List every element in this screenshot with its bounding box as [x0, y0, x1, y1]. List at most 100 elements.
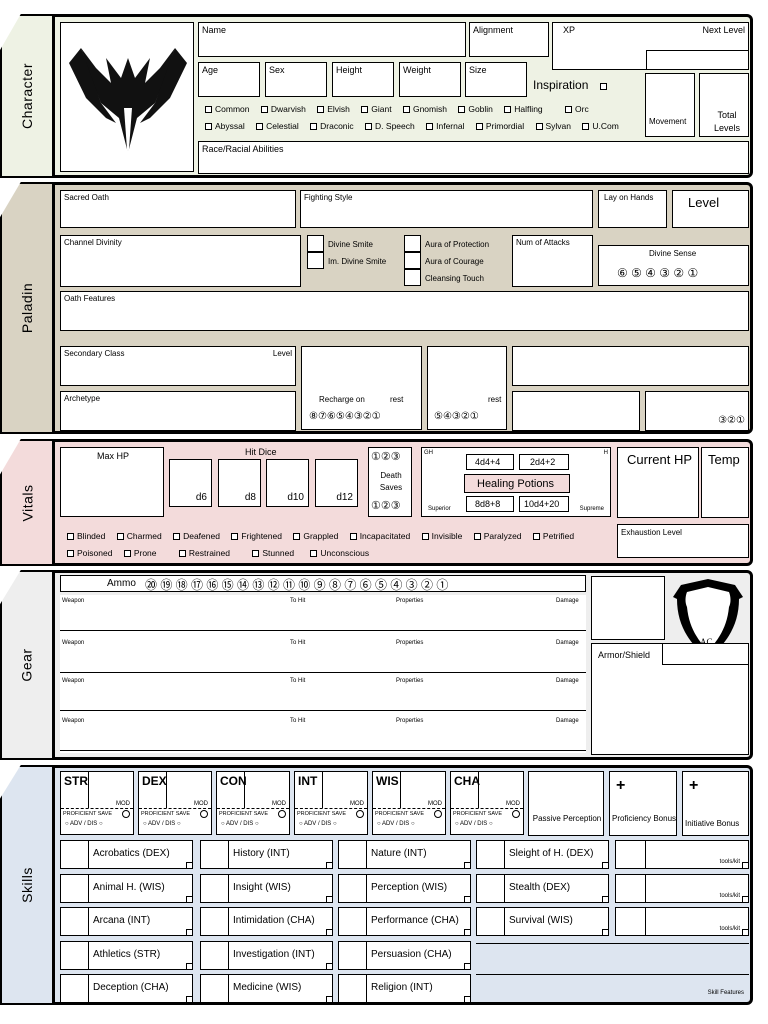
- lang-celestial[interactable]: Celestial: [256, 121, 299, 131]
- potion-4d4[interactable]: 4d4+4: [466, 454, 514, 470]
- skill-row[interactable]: Religion (INT): [338, 974, 471, 1003]
- lang-dwarvish[interactable]: Dwarvish: [260, 104, 306, 114]
- exhaustion-field[interactable]: Exhaustion Level: [617, 524, 749, 558]
- proficient-save-toggle[interactable]: [200, 810, 208, 818]
- sacred-oath-field[interactable]: Sacred Oath: [60, 190, 296, 228]
- paladin-level-field[interactable]: Level: [672, 190, 749, 228]
- adv-dis-toggle[interactable]: ○ ADV / DIS ○: [143, 821, 181, 827]
- lang-undercommon[interactable]: U.Com: [582, 121, 619, 131]
- death-save-failures[interactable]: ①②③: [371, 500, 401, 512]
- current-hp-field[interactable]: Current HP: [617, 447, 699, 518]
- tools-kit-row[interactable]: tools/kit: [615, 873, 749, 903]
- lang-draconic[interactable]: Draconic: [310, 121, 354, 131]
- lang-gnomish[interactable]: Gnomish: [402, 104, 447, 114]
- rest-counters[interactable]: ⑤④③②①: [434, 411, 479, 422]
- skill-proficiency-box[interactable]: [339, 908, 367, 935]
- cond-restrained[interactable]: Restrained: [178, 548, 230, 558]
- skill-proficiency-box[interactable]: [339, 941, 367, 969]
- cond-deafened[interactable]: Deafened: [173, 531, 220, 541]
- skill-proficiency-box[interactable]: [61, 841, 89, 868]
- skill-proficiency-box[interactable]: [201, 975, 229, 1002]
- oath-features-field[interactable]: Oath Features: [60, 291, 749, 331]
- potion-2d4[interactable]: 2d4+2: [519, 454, 569, 470]
- skill-row[interactable]: Deception (CHA): [60, 974, 193, 1003]
- skill-proficiency-box[interactable]: [61, 908, 89, 935]
- weight-field[interactable]: Weight: [399, 62, 461, 97]
- tool-proficiency-box[interactable]: [616, 908, 646, 935]
- cleansing-touch-checkbox[interactable]: [404, 269, 421, 286]
- skill-proficiency-box[interactable]: [477, 874, 505, 902]
- cond-prone[interactable]: Prone: [123, 548, 157, 558]
- lang-halfling[interactable]: Halfling: [504, 104, 543, 114]
- lang-common[interactable]: Common: [205, 104, 249, 114]
- adv-dis-toggle[interactable]: ○ ADV / DIS ○: [65, 821, 103, 827]
- adv-dis-toggle[interactable]: ○ ADV / DIS ○: [455, 821, 493, 827]
- cond-unconscious[interactable]: Unconscious: [310, 548, 369, 558]
- ac-shield[interactable]: AC: [667, 575, 749, 663]
- num-attacks-field[interactable]: Num of Attacks: [512, 235, 593, 287]
- cond-incapacitated[interactable]: Incapacitated: [349, 531, 410, 541]
- race-abilities-field[interactable]: Race/Racial Abilities: [198, 141, 749, 174]
- hit-dice-d8[interactable]: d8: [218, 459, 261, 507]
- hit-dice-d6[interactable]: d6: [169, 459, 212, 507]
- lang-deep-speech[interactable]: D. Speech: [365, 121, 415, 131]
- tool-proficiency-box[interactable]: [616, 841, 646, 868]
- cond-charmed[interactable]: Charmed: [116, 531, 162, 541]
- adv-dis-toggle[interactable]: ○ ADV / DIS ○: [299, 821, 337, 827]
- ammo-counters[interactable]: ⑳ ⑲ ⑱ ⑰ ⑯ ⑮ ⑭ ⑬ ⑫ ⑪ ⑩ ⑨ ⑧ ⑦ ⑥ ⑤ ④ ③ ② ①: [145, 578, 449, 592]
- skill-row[interactable]: Intimidation (CHA): [200, 907, 333, 936]
- cond-blinded[interactable]: Blinded: [67, 531, 105, 541]
- armor-shield-field[interactable]: Armor/Shield: [591, 643, 749, 755]
- inspiration-checkbox[interactable]: [599, 83, 607, 90]
- tools-kit-row[interactable]: tools/kit: [615, 840, 749, 869]
- lang-giant[interactable]: Giant: [361, 104, 392, 114]
- lay-on-hands-field[interactable]: Lay on Hands: [598, 190, 667, 228]
- tools-kit-row[interactable]: tools/kit: [615, 907, 749, 936]
- hit-dice-d12[interactable]: d12: [315, 459, 358, 507]
- divine-sense-counters[interactable]: ⑥ ⑤ ④ ③ ② ①: [617, 266, 699, 280]
- potion-10d4[interactable]: 10d4+20: [519, 496, 569, 512]
- skill-row[interactable]: Acrobatics (DEX): [60, 840, 193, 869]
- skill-row[interactable]: Sleight of H. (DEX): [476, 840, 609, 869]
- skill-row[interactable]: Insight (WIS): [200, 873, 333, 903]
- alignment-field[interactable]: Alignment: [469, 22, 549, 57]
- cond-petrified[interactable]: Petrified: [532, 531, 574, 541]
- extra-field-2[interactable]: [512, 391, 640, 431]
- skill-row[interactable]: History (INT): [200, 840, 333, 869]
- skill-row[interactable]: Performance (CHA): [338, 907, 471, 936]
- skill-row[interactable]: Animal H. (WIS): [60, 873, 193, 903]
- skill-proficiency-box[interactable]: [201, 908, 229, 935]
- size-field[interactable]: Size: [465, 62, 527, 97]
- extra-field-1[interactable]: [512, 346, 749, 386]
- channel-divinity-field[interactable]: Channel Divinity: [60, 235, 301, 287]
- cond-poisoned[interactable]: Poisoned: [67, 548, 112, 558]
- sex-field[interactable]: Sex: [265, 62, 327, 97]
- aura-protection-checkbox[interactable]: [404, 235, 421, 252]
- lang-primordial[interactable]: Primordial: [475, 121, 524, 131]
- skill-row[interactable]: Arcana (INT): [60, 907, 193, 936]
- skill-proficiency-box[interactable]: [61, 874, 89, 902]
- proficient-save-toggle[interactable]: [512, 810, 520, 818]
- cond-grappled[interactable]: Grappled: [293, 531, 338, 541]
- skill-row[interactable]: Perception (WIS): [338, 873, 471, 903]
- skill-row[interactable]: Nature (INT): [338, 840, 471, 869]
- skill-row[interactable]: Stealth (DEX): [476, 873, 609, 903]
- tool-proficiency-box[interactable]: [616, 874, 646, 902]
- height-field[interactable]: Height: [332, 62, 394, 97]
- initiative-bonus-field[interactable]: + Initiative Bonus: [682, 771, 749, 836]
- potion-8d8[interactable]: 8d8+8: [466, 496, 514, 512]
- skill-row[interactable]: Investigation (INT): [200, 940, 333, 970]
- skill-proficiency-box[interactable]: [477, 841, 505, 868]
- cond-paralyzed[interactable]: Paralyzed: [473, 531, 522, 541]
- skill-proficiency-box[interactable]: [61, 975, 89, 1002]
- lang-sylvan[interactable]: Sylvan: [535, 121, 571, 131]
- gear-extra-box[interactable]: [591, 576, 665, 640]
